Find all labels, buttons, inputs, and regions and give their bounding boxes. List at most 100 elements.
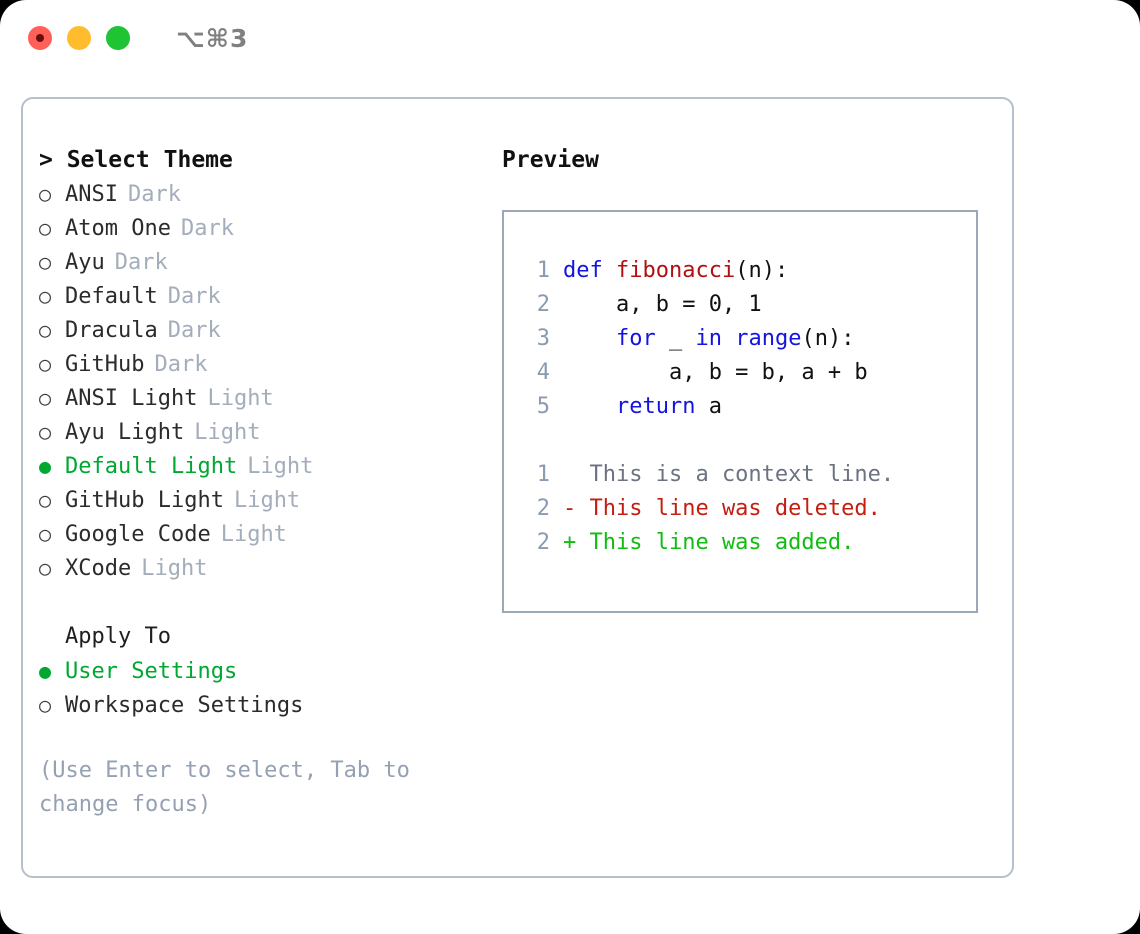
theme-name-label: GitHub Light <box>65 488 224 513</box>
code-token-plain: a, b = b, a + b <box>563 360 868 385</box>
keyboard-hint-text: (Use Enter to select, Tab to change focu… <box>39 758 410 817</box>
code-line-text: def fibonacci(n): <box>563 254 788 288</box>
theme-list-item[interactable]: ● Default Light Light <box>39 449 479 483</box>
radio-unselected-icon: ○ <box>39 352 52 376</box>
code-line-text: a, b = 0, 1 <box>563 288 762 322</box>
radio-unselected-icon: ○ <box>39 693 52 717</box>
line-number: 2 <box>536 292 550 317</box>
theme-name-label: Ayu Light <box>65 420 185 445</box>
diff-line: 2 + This line was added. <box>522 526 968 560</box>
maximize-window-button[interactable] <box>106 26 130 50</box>
theme-list-item[interactable]: ○ Ayu Dark <box>39 245 479 279</box>
code-token-keyword: def <box>563 258 616 283</box>
radio-unselected-icon: ○ <box>39 318 52 342</box>
radio-unselected-icon: ○ <box>39 556 52 580</box>
theme-name-label: Default <box>65 284 158 309</box>
code-line-text: return a <box>563 390 722 424</box>
theme-list-item[interactable]: ○ GitHub Light Light <box>39 483 479 517</box>
code-token-keyword: range <box>735 326 802 351</box>
theme-category-label: Light <box>247 454 314 479</box>
code-token-plain: (n): <box>801 326 855 351</box>
theme-category-label: Dark <box>114 250 168 275</box>
radio-unselected-icon: ○ <box>39 386 52 410</box>
theme-name-label: Dracula <box>65 318 158 343</box>
theme-list-item[interactable]: ○ Atom One Dark <box>39 211 479 245</box>
theme-name-label: ANSI Light <box>65 386 198 411</box>
code-token-plain: a <box>695 394 722 419</box>
code-token-keyword: return <box>615 394 696 419</box>
theme-category-label: Dark <box>167 318 221 343</box>
radio-unselected-icon: ○ <box>39 216 52 240</box>
code-token-keyword: in <box>695 326 722 351</box>
line-number: 3 <box>536 326 550 351</box>
apply-to-label: User Settings <box>65 659 238 684</box>
code-token-plain <box>563 326 616 351</box>
apply-to-list: ● User Settings ○ Workspace Settings <box>39 654 479 722</box>
apply-to-label: Workspace Settings <box>65 693 304 718</box>
select-theme-header: > Select Theme <box>39 147 233 173</box>
diff-line-text-context: This is a context line. <box>563 462 895 487</box>
radio-unselected-icon: ○ <box>39 250 52 274</box>
radio-unselected-icon: ○ <box>39 182 52 206</box>
radio-unselected-icon: ○ <box>39 488 52 512</box>
theme-name-label: GitHub <box>65 352 145 377</box>
line-number: 2 <box>536 496 550 521</box>
radio-unselected-icon: ○ <box>39 284 52 308</box>
traffic-lights <box>28 26 130 50</box>
theme-name-label: Ayu <box>65 250 105 275</box>
theme-category-label: Dark <box>127 182 181 207</box>
keyboard-shortcut-label: ⌥⌘3 <box>176 23 249 53</box>
theme-category-label: Light <box>207 386 274 411</box>
theme-category-label: Dark <box>154 352 208 377</box>
theme-list-item[interactable]: ○ XCode Light <box>39 551 479 585</box>
theme-category-label: Light <box>141 556 208 581</box>
radio-selected-icon: ● <box>39 659 52 683</box>
theme-name-label: Atom One <box>65 216 171 241</box>
code-line: 5 return a <box>522 390 968 424</box>
code-token-keyword: for <box>615 326 656 351</box>
code-line: 3 for _ in range(n): <box>522 322 968 356</box>
code-token-plain: (n): <box>735 258 789 283</box>
code-line-text: a, b = b, a + b <box>563 356 868 390</box>
theme-list-item[interactable]: ○ Dracula Dark <box>39 313 479 347</box>
line-number: 5 <box>536 394 550 419</box>
theme-category-label: Light <box>194 420 261 445</box>
radio-selected-icon: ● <box>39 454 52 478</box>
apply-to-header: Apply To <box>65 624 171 649</box>
diff-line-text-added: + This line was added. <box>563 530 855 555</box>
theme-list-item[interactable]: ○ ANSI Light Light <box>39 381 479 415</box>
diff-line-text-deleted: - This line was deleted. <box>563 496 881 521</box>
theme-name-label: XCode <box>65 556 132 581</box>
close-window-button[interactable] <box>28 26 52 50</box>
diff-sample: 1 This is a context line. 2 - This line wa… <box>522 458 968 560</box>
title-bar: ⌥⌘3 <box>0 0 1140 76</box>
apply-to-option[interactable]: ○ Workspace Settings <box>39 688 479 722</box>
theme-category-label: Light <box>233 488 301 513</box>
code-token-plain <box>563 394 616 419</box>
apply-to-option[interactable]: ● User Settings <box>39 654 479 688</box>
theme-category-label: Dark <box>167 284 221 309</box>
theme-list-item[interactable]: ○ GitHub Dark <box>39 347 479 381</box>
minimize-window-button[interactable] <box>67 26 91 50</box>
line-number: 2 <box>536 530 550 555</box>
code-token-plain <box>722 326 735 351</box>
line-number: 1 <box>536 258 550 283</box>
line-number: 4 <box>536 360 550 385</box>
theme-category-label: Dark <box>180 216 234 241</box>
theme-name-label: Default Light <box>65 454 238 479</box>
theme-list-item[interactable]: ○ ANSI Dark <box>39 177 479 211</box>
theme-list-item[interactable]: ○ Default Dark <box>39 279 479 313</box>
code-token-plain: _ <box>655 326 696 351</box>
diff-line: 2 - This line was deleted. <box>522 492 968 526</box>
theme-name-label: ANSI <box>65 182 118 207</box>
diff-line: 1 This is a context line. <box>522 458 968 492</box>
